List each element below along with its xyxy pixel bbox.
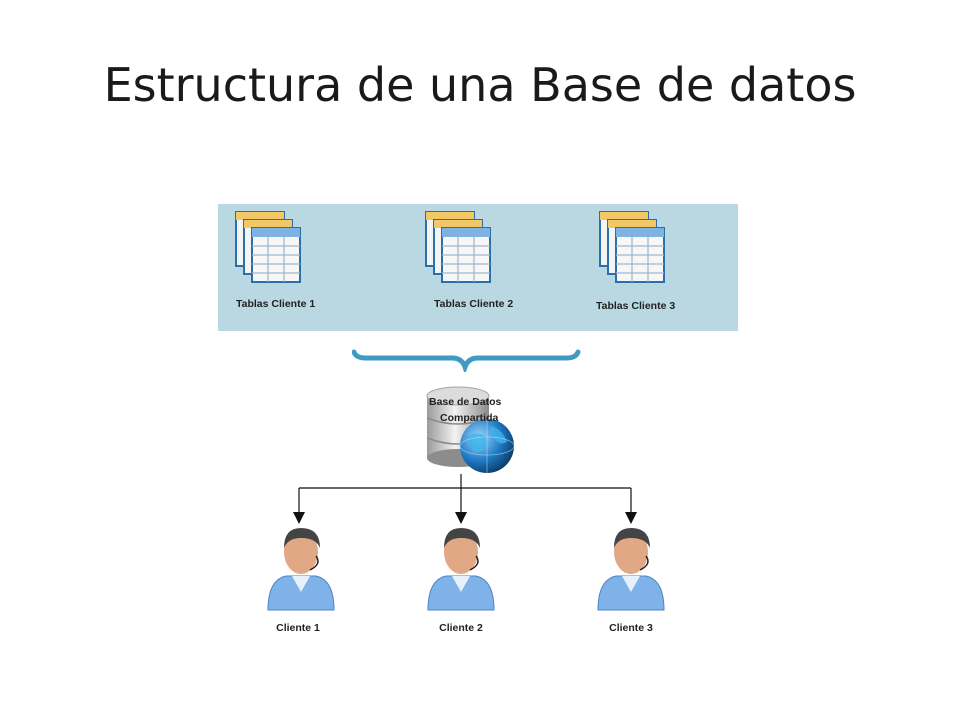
database-globe-icon [426, 386, 515, 473]
client-label: Cliente 3 [609, 622, 653, 634]
user-icon [597, 528, 665, 611]
table-group-cliente-3: Tablas Cliente 3 [594, 204, 744, 331]
user-icon [267, 528, 335, 611]
table-group-cliente-2: Tablas Cliente 2 [418, 204, 568, 331]
client-1: Cliente 1 [246, 520, 356, 640]
tables-panel: Tablas Cliente 1 Tablas Cliente 2 [218, 204, 738, 331]
table-stack-icon [425, 211, 491, 283]
table-stack-icon [599, 211, 665, 283]
curly-brace-icon [352, 349, 581, 372]
table-group-label: Tablas Cliente 2 [434, 298, 514, 310]
client-label: Cliente 2 [439, 622, 483, 634]
client-2: Cliente 2 [406, 520, 516, 640]
table-group-label: Tablas Cliente 3 [596, 300, 676, 312]
database-label-line1: Base de Datos [429, 396, 502, 408]
table-stack-icon [235, 211, 301, 283]
table-group-label: Tablas Cliente 1 [236, 298, 316, 310]
client-label: Cliente 1 [276, 622, 320, 634]
database-label-line2: Compartida [440, 412, 499, 424]
user-icon [427, 528, 495, 611]
slide-title: Estructura de una Base de datos [103, 58, 857, 112]
client-3: Cliente 3 [576, 520, 686, 640]
shared-database: Base de Datos Compartida [415, 386, 535, 476]
table-group-cliente-1: Tablas Cliente 1 [228, 204, 378, 331]
